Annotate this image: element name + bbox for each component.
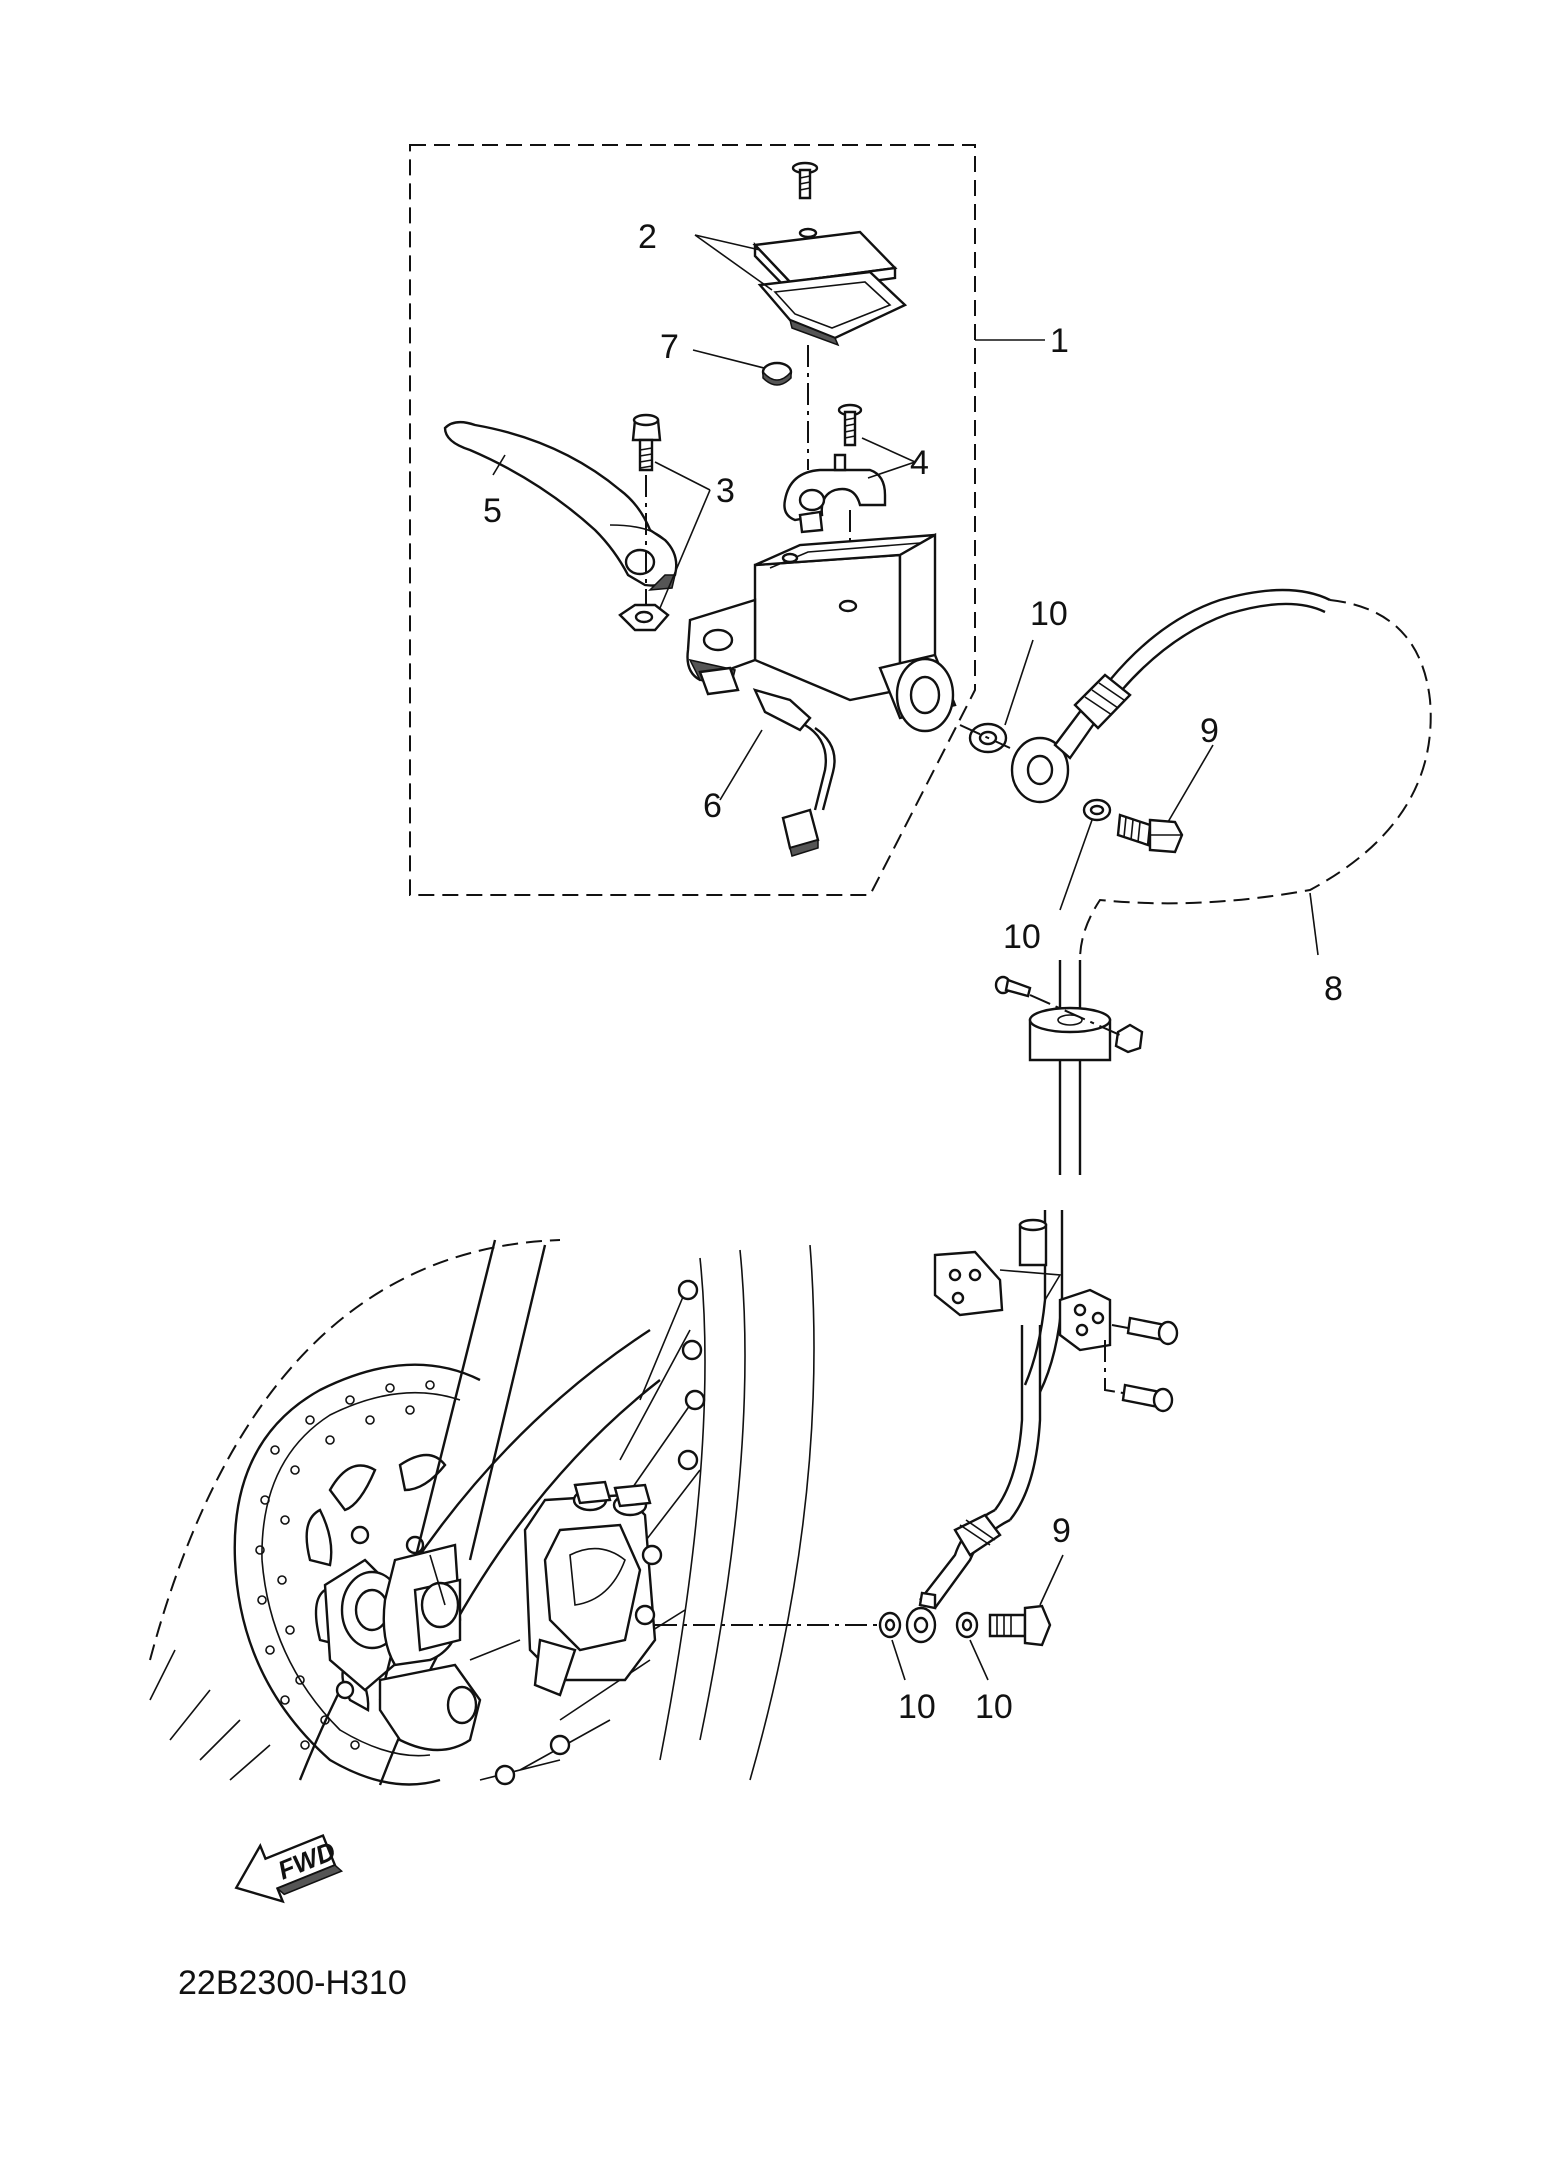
diaphragm-plate	[761, 361, 793, 386]
lever-pivot-nut	[618, 603, 670, 632]
callout-2: 2	[638, 218, 657, 256]
clamp-screw	[837, 403, 863, 447]
leader-6	[719, 729, 763, 801]
brake-light-switch	[752, 688, 836, 857]
banjo-fitting-upper	[1010, 673, 1132, 804]
leader-7	[692, 349, 765, 369]
lever-pivot-bolt	[631, 413, 662, 472]
callout-10-upper-2: 10	[1003, 918, 1041, 956]
grommet-nut	[1114, 1023, 1144, 1054]
copper-washer-lower-1	[878, 1611, 902, 1639]
leader-3b	[659, 489, 711, 609]
banjo-axis	[959, 724, 1011, 749]
leader-10d	[969, 1639, 989, 1681]
callout-1: 1	[1050, 322, 1069, 360]
leader-3a	[654, 461, 711, 491]
bracket-bolt-2	[1121, 1383, 1174, 1413]
master-cylinder-body	[686, 532, 957, 733]
leader-10c	[891, 1639, 906, 1681]
hose-bracket-right	[1058, 1288, 1112, 1352]
callout-6: 6	[703, 787, 722, 825]
grommet-axis	[1029, 994, 1121, 1036]
banjo-bolt-lower	[988, 1604, 1052, 1647]
hose-bracket-left	[933, 1250, 1004, 1317]
leader-10a	[1004, 639, 1034, 726]
copper-washer-upper-2	[1082, 798, 1112, 822]
bracket-bolt-1	[1126, 1316, 1179, 1346]
diagram-code: 22B2300-H310	[178, 1964, 407, 2002]
hose-fitting-lower	[953, 1513, 1002, 1557]
callout-8: 8	[1324, 970, 1343, 1008]
cap-screw	[791, 161, 819, 200]
callout-4: 4	[910, 444, 929, 482]
forward-direction-arrow: FWD	[234, 1833, 344, 1904]
callout-3: 3	[716, 472, 735, 510]
bracket-bolt-axis	[1104, 1324, 1129, 1394]
leader-4b	[867, 461, 916, 479]
mirror-holder-clamp	[783, 453, 887, 534]
front-fork	[378, 1239, 547, 1752]
callout-9-lower: 9	[1052, 1512, 1071, 1550]
leader-2a	[694, 234, 761, 251]
hose-grommet	[1028, 1006, 1112, 1062]
callout-9-upper: 9	[1200, 712, 1219, 750]
leader-5	[492, 454, 506, 476]
grommet-bolt	[994, 975, 1032, 998]
banjo-bolt-upper	[1116, 813, 1184, 854]
hose-clip-band	[999, 1269, 1062, 1301]
callout-10-upper-1: 10	[1030, 595, 1068, 633]
callout-7: 7	[660, 328, 679, 366]
callout-5: 5	[483, 492, 502, 530]
leader-8	[1309, 892, 1319, 956]
callout-10-lower-1: 10	[898, 1688, 936, 1726]
leader-4a	[861, 437, 916, 463]
leader-10b	[1059, 819, 1093, 911]
assembly-boundary	[409, 144, 976, 896]
callout-10-lower-2: 10	[975, 1688, 1013, 1726]
front-wheel	[149, 1239, 815, 1786]
leader-2b	[694, 234, 773, 291]
leader-9a	[1167, 744, 1214, 823]
brake-caliper	[469, 1480, 663, 1697]
copper-washer-lower-2	[955, 1611, 979, 1639]
leader-9b	[1039, 1554, 1064, 1606]
hose-sleeve	[1018, 1218, 1048, 1267]
reservoir-cap	[752, 227, 908, 347]
banjo-fitting-lower	[905, 1591, 937, 1644]
